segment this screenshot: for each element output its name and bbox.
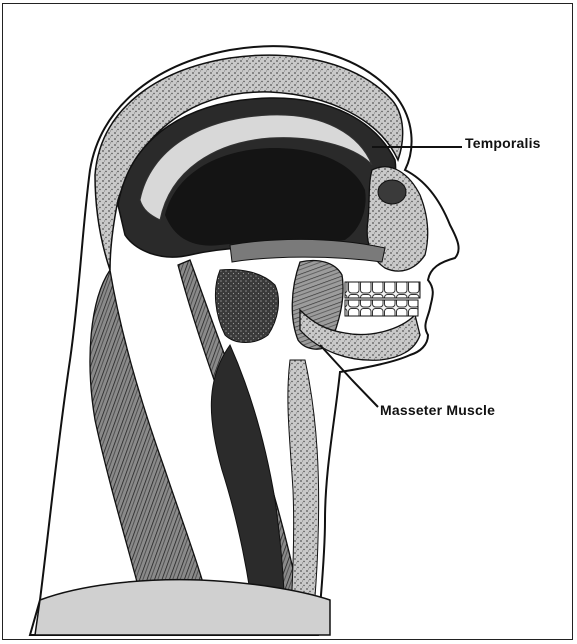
cervical-spine <box>215 270 278 343</box>
eye-socket <box>378 180 406 204</box>
upper-teeth <box>345 282 420 298</box>
temporalis-label: Temporalis <box>465 135 541 151</box>
masseter-muscle-label: Masseter Muscle <box>380 402 495 418</box>
lower-teeth <box>345 300 418 316</box>
